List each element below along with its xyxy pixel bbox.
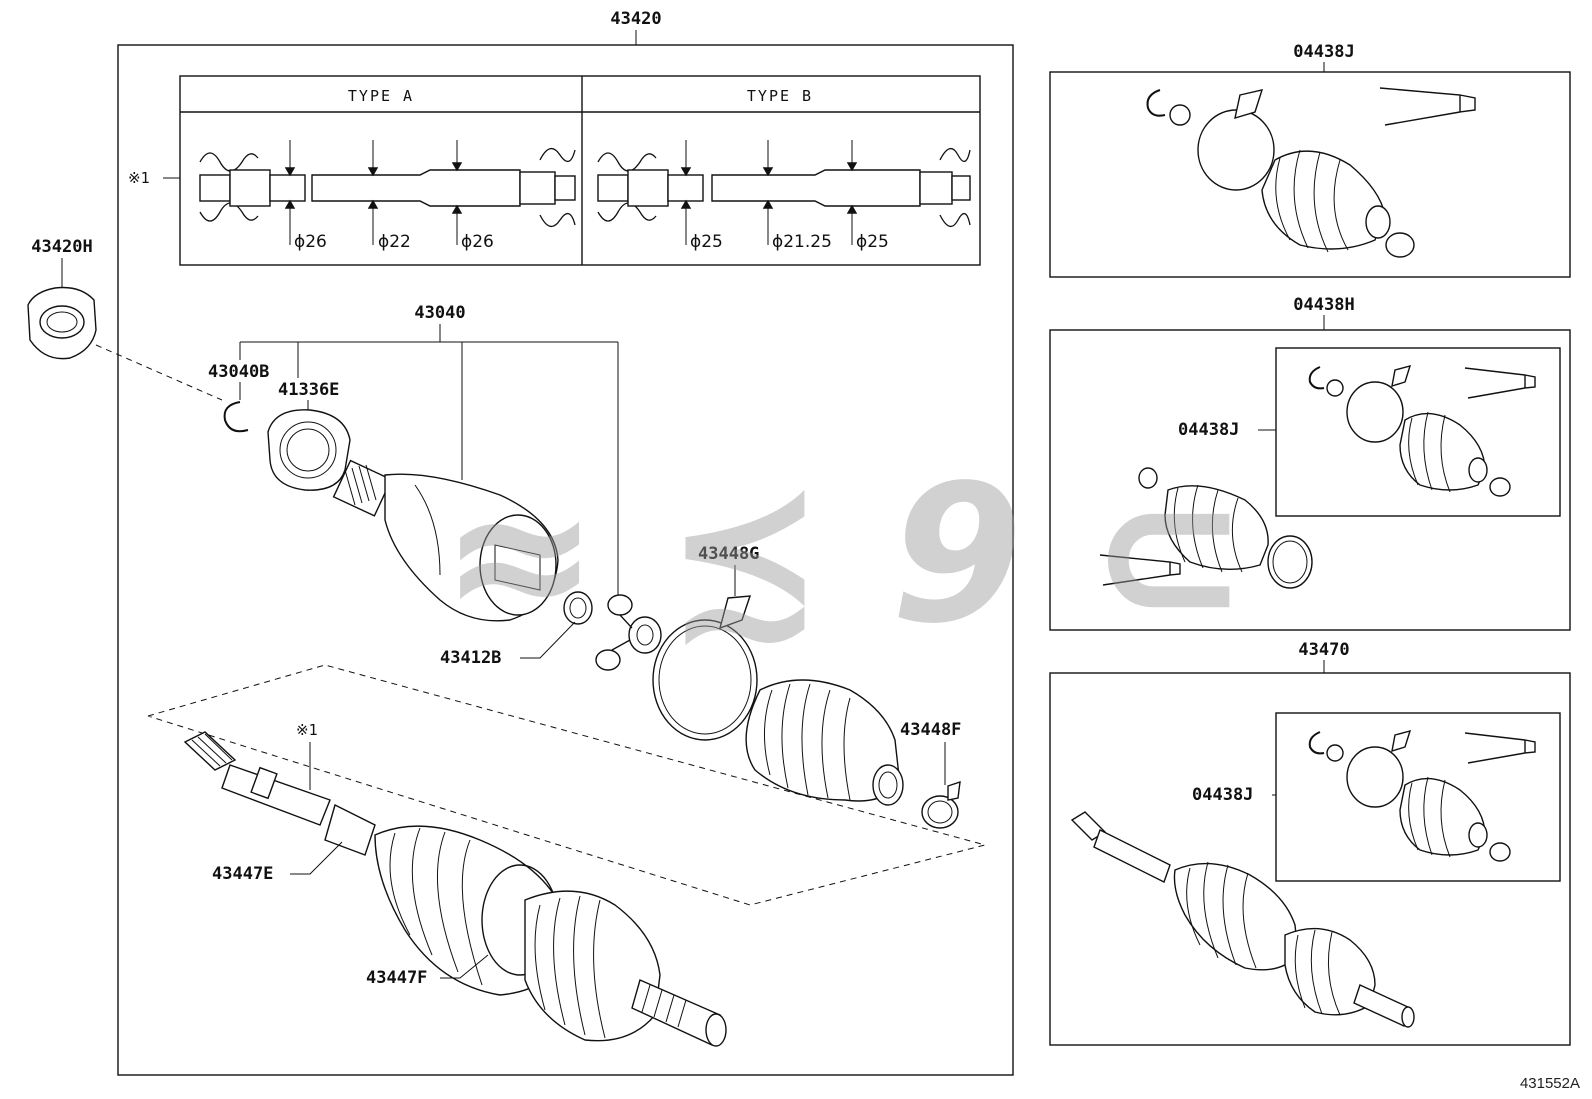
label-43040[interactable]: 43040 [414, 303, 465, 323]
label-43447F[interactable]: 43447F [366, 968, 427, 988]
label-43420H[interactable]: 43420H [31, 237, 92, 257]
label-04438J-mid[interactable]: 04438J [1178, 420, 1239, 440]
type-a-d2: ϕ22 [378, 232, 411, 252]
label-04438H[interactable]: 04438H [1293, 295, 1354, 315]
outer-joint-43040[interactable] [332, 459, 559, 622]
type-b-d3: ϕ25 [856, 232, 889, 252]
tripod-joint[interactable] [595, 594, 662, 671]
snap-ring-43040B[interactable] [223, 401, 249, 433]
type-a-title: TYPE A [348, 87, 414, 105]
type-a-shaft: ϕ26 ϕ22 ϕ26 [199, 140, 576, 252]
type-a-d1: ϕ26 [294, 232, 327, 252]
type-b-d2: ϕ21.25 [772, 232, 832, 252]
label-43412B[interactable]: 43412B [440, 648, 501, 668]
boot-outer[interactable] [745, 679, 904, 806]
band-43448G[interactable] [652, 595, 758, 741]
watermark: ≈ ≾ 9 ⊂ [440, 444, 1248, 665]
label-43420[interactable]: 43420 [610, 9, 661, 29]
boot-kit-04438J-bottom[interactable] [1308, 729, 1536, 862]
label-43470[interactable]: 43470 [1298, 640, 1349, 660]
type-b-d1: ϕ25 [690, 232, 723, 252]
seal-41336E[interactable] [267, 409, 351, 491]
band-43448F[interactable] [921, 780, 961, 829]
label-41336E[interactable]: 41336E [278, 380, 339, 400]
drive-shaft[interactable] [183, 731, 376, 856]
bearing-43420H[interactable] [27, 286, 97, 360]
shaft-assembly-43470[interactable] [1070, 811, 1415, 1028]
main-assembly-frame [117, 44, 1014, 1076]
boot-kit-inner-box-bottom [1275, 712, 1561, 882]
label-43448F[interactable]: 43448F [900, 720, 961, 740]
type-table: TYPE A TYPE B ※1 [128, 75, 981, 266]
label-04438J-bottom[interactable]: 04438J [1192, 785, 1253, 805]
boot-kit-box-mid [1049, 329, 1571, 631]
subassembly-outline [147, 664, 987, 906]
type-a-d3: ϕ26 [461, 232, 494, 252]
inner-joint-43447F[interactable] [374, 825, 727, 1047]
boot-kit-inner-box-mid [1275, 347, 1561, 517]
label-43040B[interactable]: 43040B [208, 362, 269, 382]
shaft-assembly-box [1049, 672, 1571, 1046]
label-04438J-top[interactable]: 04438J [1293, 42, 1354, 62]
boot-kit-04438J-mid[interactable] [1308, 364, 1536, 497]
label-43447E[interactable]: 43447E [212, 864, 273, 884]
shaft-note: ※1 [296, 721, 318, 739]
label-43448G[interactable]: 43448G [698, 544, 759, 564]
type-b-shaft: ϕ25 ϕ21.25 ϕ25 [597, 140, 971, 252]
diagram-ref: 431552A [1520, 1075, 1580, 1092]
ring-43412B[interactable] [563, 591, 593, 625]
type-b-title: TYPE B [747, 87, 813, 105]
boot-kit-04438J-top[interactable] [1146, 87, 1476, 258]
boot-kit-box-top [1049, 71, 1571, 278]
shaft-note-side: ※1 [128, 169, 150, 187]
boot-kit-04438H[interactable] [1099, 467, 1313, 589]
